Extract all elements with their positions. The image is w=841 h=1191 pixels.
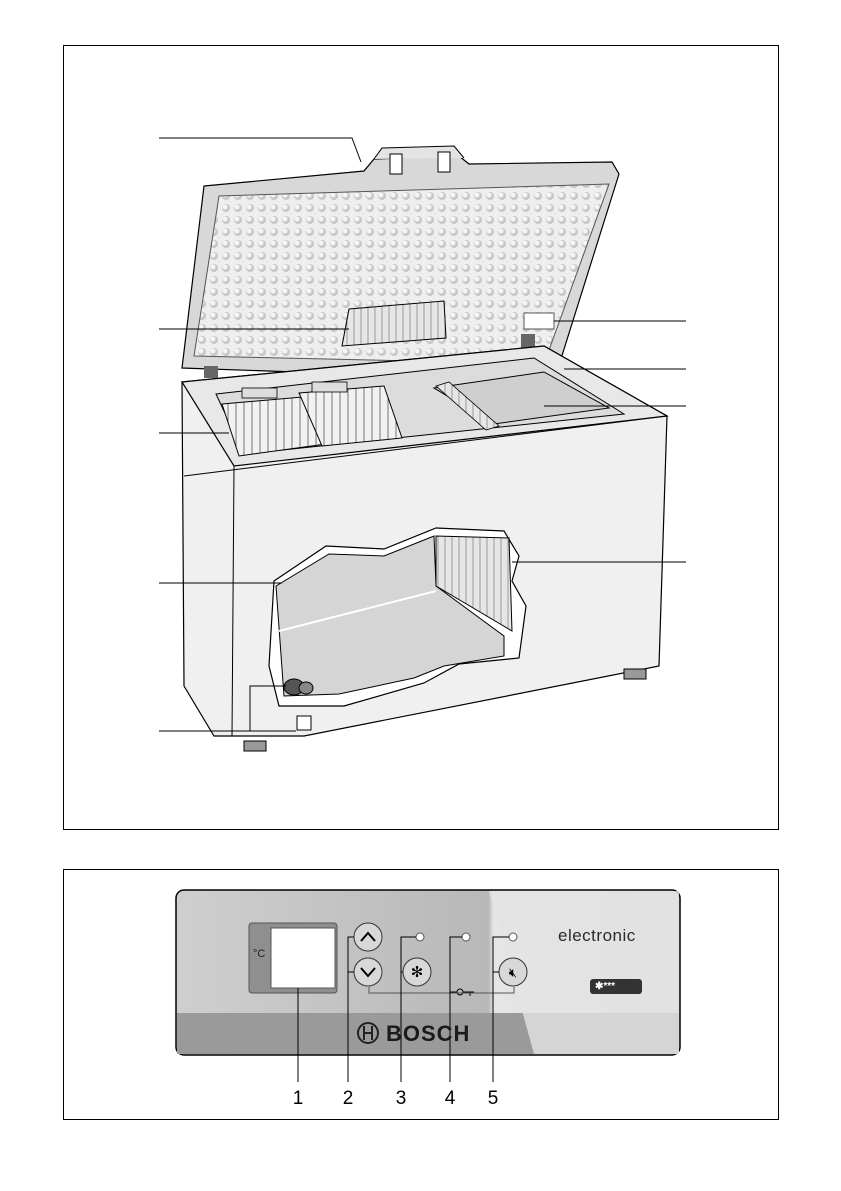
callout-5: 5 (481, 1088, 505, 1110)
control-panel-figure: ✻ 🔇︎ °C electronic BOS (63, 869, 779, 1120)
freezer-lid (182, 146, 619, 381)
down-button[interactable] (354, 958, 382, 986)
electronic-label: electronic (558, 926, 636, 946)
svg-text:🔇︎: 🔇︎ (509, 966, 517, 981)
up-button[interactable] (354, 923, 382, 951)
star-rating-badge: ✱*** (595, 981, 615, 992)
callout-4: 4 (438, 1088, 462, 1110)
callout-3: 3 (389, 1088, 413, 1110)
freezer-cabinet (182, 346, 667, 751)
callout-1: 1 (286, 1088, 310, 1110)
callout-2: 2 (336, 1088, 360, 1110)
svg-text:✻: ✻ (411, 963, 424, 981)
freezer-figure (63, 45, 779, 830)
freezer-drawing (64, 46, 778, 829)
unit-label: °C (253, 948, 265, 960)
brand-logo-text: BOSCH (386, 1021, 470, 1047)
control-panel-drawing: ✻ 🔇︎ (64, 870, 778, 1119)
